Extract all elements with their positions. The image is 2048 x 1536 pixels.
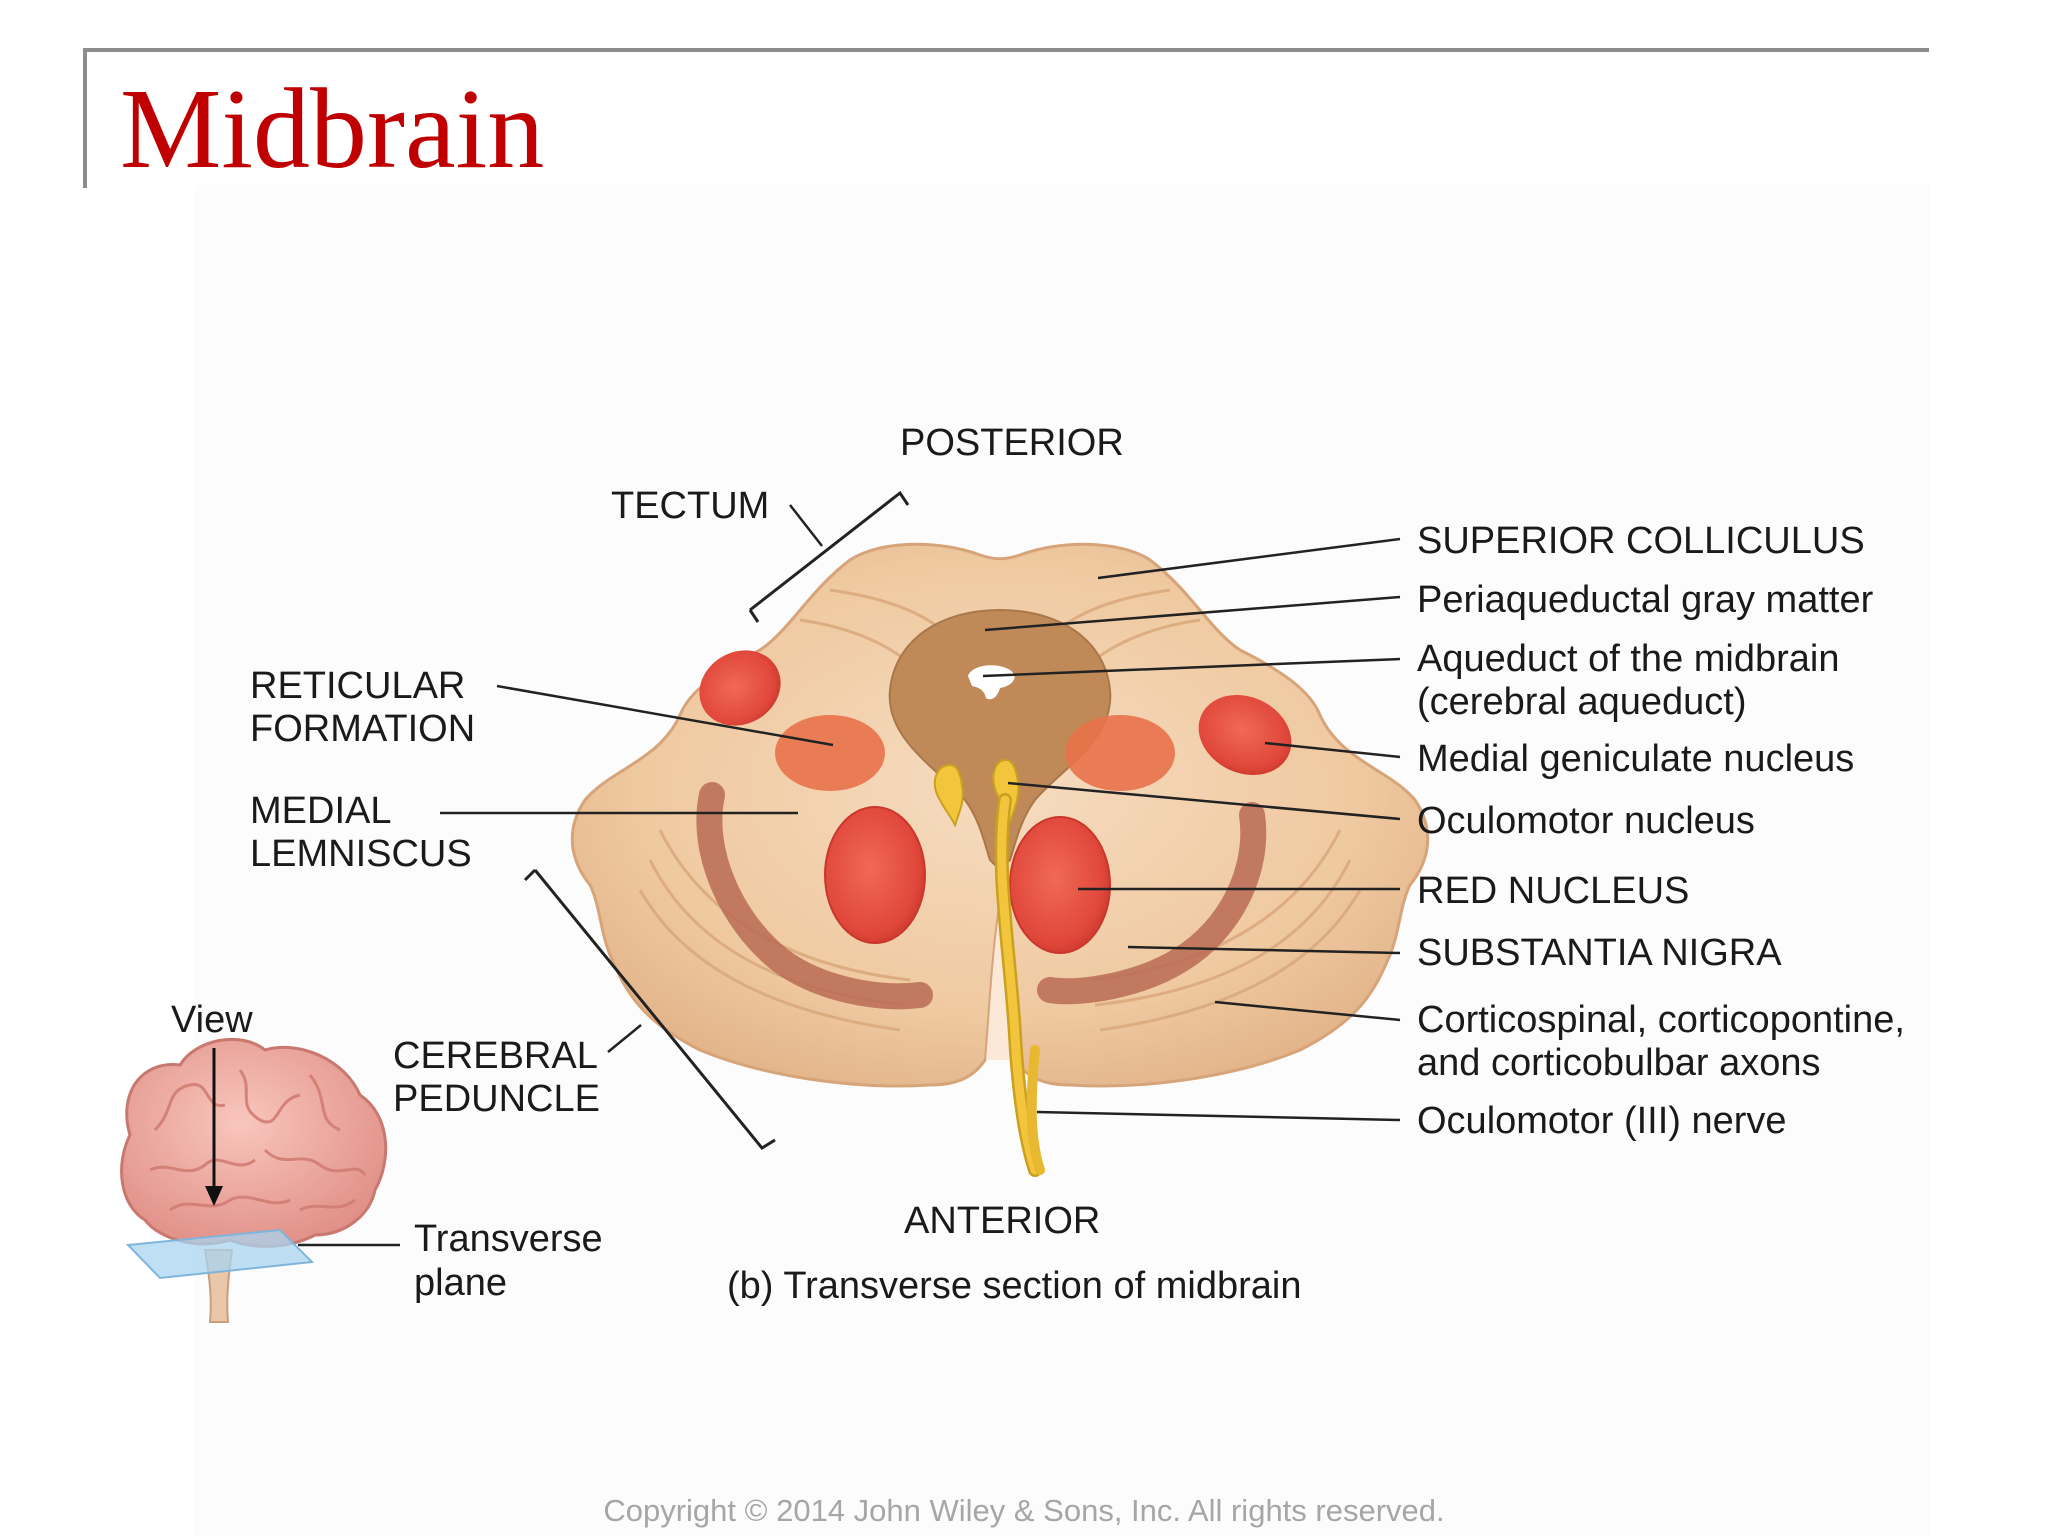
diagram-caption: (b) Transverse section of midbrain (727, 1265, 1301, 1307)
label-axons-line1: Corticospinal, corticopontine, (1417, 999, 1905, 1041)
reticular-formation-right (1065, 715, 1175, 791)
label-reticular-formation-line2: FORMATION (250, 708, 475, 750)
label-posterior: POSTERIOR (900, 422, 1124, 464)
label-axons-line2: and corticobulbar axons (1417, 1042, 1820, 1084)
slide-frame-top-rule (83, 48, 1929, 52)
label-red-nucleus: RED NUCLEUS (1417, 870, 1689, 912)
label-oculomotor-nerve: Oculomotor (III) nerve (1417, 1100, 1787, 1142)
oculomotor-nucleus-left (933, 763, 964, 828)
label-substantia-nigra: SUBSTANTIA NIGRA (1417, 932, 1782, 974)
label-periaqueductal: Periaqueductal gray matter (1417, 579, 1874, 621)
label-view: View (171, 999, 253, 1041)
label-tectum: TECTUM (611, 485, 769, 527)
substantia-nigra-right (1037, 802, 1267, 1005)
label-transverse-plane-line2: plane (414, 1262, 507, 1304)
tectum-bracket (748, 490, 910, 623)
label-aqueduct-line1: Aqueduct of the midbrain (1417, 638, 1840, 680)
oculomotor-nerve (994, 793, 1045, 1177)
label-cerebral-peduncle-line2: PEDUNCLE (393, 1078, 600, 1120)
midbrain-section (570, 542, 1430, 1177)
label-cerebral-peduncle-line1: CEREBRAL (393, 1035, 598, 1077)
slide-title: Midbrain (120, 65, 545, 192)
slide-frame-left-rule (83, 48, 87, 188)
label-superior-colliculus: SUPERIOR COLLICULUS (1417, 520, 1865, 562)
red-nucleus-left (824, 806, 926, 944)
label-anterior: ANTERIOR (904, 1200, 1100, 1242)
medial-geniculate-right (1198, 695, 1292, 775)
label-medial-lemniscus-line2: LEMNISCUS (250, 833, 472, 875)
label-medial-lemniscus-line1: MEDIAL (250, 790, 391, 832)
oculomotor-nucleus-right (992, 758, 1020, 825)
label-reticular-formation-line1: RETICULAR (250, 665, 465, 707)
substantia-nigra-left (696, 782, 933, 1010)
cerebral-aqueduct (968, 665, 1015, 700)
transverse-plane-icon (125, 1228, 315, 1280)
label-oculomotor-nucleus: Oculomotor nucleus (1417, 800, 1755, 842)
cerebral-peduncle-bracket (523, 868, 776, 1150)
label-medial-geniculate: Medial geniculate nucleus (1417, 738, 1854, 780)
label-transverse-plane-line1: Transverse (414, 1218, 603, 1260)
reticular-formation-left (775, 715, 885, 791)
leader-lines (440, 504, 1401, 1122)
medial-geniculate-left (699, 650, 781, 726)
view-arrow-head (205, 1186, 223, 1206)
red-nucleus-right (1009, 816, 1111, 954)
brain-icon (120, 1037, 388, 1248)
brain-inset: View Transverse plane (120, 999, 603, 1323)
label-aqueduct-line2: (cerebral aqueduct) (1417, 681, 1747, 723)
copyright-notice: Copyright © 2014 John Wiley & Sons, Inc.… (603, 1493, 1445, 1528)
